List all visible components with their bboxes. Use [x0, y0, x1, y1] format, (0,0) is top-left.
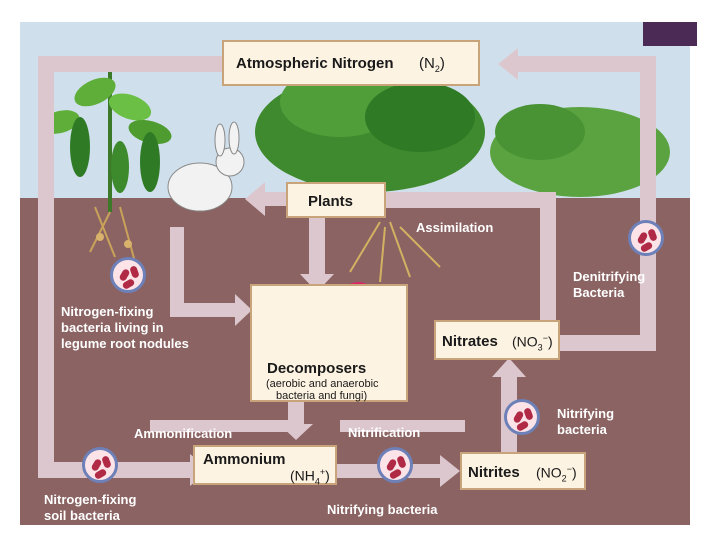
- rabbit-illustration: [167, 121, 245, 212]
- legume-bacteria-label-3: legume root nodules: [61, 336, 189, 351]
- nitrites-label: Nitrites: [468, 464, 520, 481]
- grass-plant-illustration: [255, 67, 670, 283]
- nitrifying-right-label-1: Nitrifying: [557, 406, 615, 421]
- bacteria-icon-nitrifying: [504, 399, 540, 435]
- plants-label: Plants: [308, 193, 354, 210]
- nitrifying-right-label-2: bacteria: [557, 422, 607, 437]
- decomposers-detail-2: bacteria and fungi): [276, 390, 368, 402]
- atmospheric-nitrogen-box: Atmospheric Nitrogen (N2): [222, 40, 480, 86]
- assimilation-label: Assimilation: [416, 220, 494, 235]
- ammonium-label: Ammonium: [203, 451, 286, 468]
- decomposers-box: Decomposers (aerobic and anaerobic bacte…: [250, 284, 408, 402]
- diagram-frame: Atmospheric Nitrogen (N2) Plants Decompo…: [20, 22, 690, 525]
- denitrifying-label-1: Denitrifying: [573, 269, 646, 284]
- nitrates-formula: (NO3−): [512, 333, 553, 353]
- bacteria-icon-soil: [82, 447, 118, 483]
- illustration-layer: [38, 48, 670, 487]
- nitrifying-bottom-label: Nitrifying bacteria: [327, 502, 438, 517]
- nitrification-label: Nitrification: [348, 425, 421, 440]
- nitrites-box: Nitrites (NO2−): [460, 452, 586, 490]
- decomposers-detail-1: (aerobic and anaerobic: [266, 378, 379, 390]
- decomposers-label: Decomposers: [267, 360, 367, 377]
- bacteria-icon-legume: [110, 257, 146, 293]
- ammonification-label: Ammonification: [134, 426, 233, 441]
- nitrates-label: Nitrates: [442, 333, 498, 350]
- ammonium-formula: (NH4+): [290, 467, 330, 487]
- nitrites-formula: (NO2−): [536, 464, 577, 484]
- ammonium-box: Ammonium (NH4+): [193, 445, 337, 487]
- legume-bacteria-label-1: Nitrogen-fixing: [61, 304, 154, 319]
- legume-bacteria-label-2: bacteria living in: [61, 320, 164, 335]
- atmospheric-nitrogen-label: Atmospheric Nitrogen: [236, 55, 394, 72]
- denitrifying-label-2: Bacteria: [573, 285, 625, 300]
- corner-accent: [643, 22, 697, 46]
- bacteria-icon-nitrifying-bottom: [377, 447, 413, 483]
- soil-bacteria-label-2: soil bacteria: [44, 508, 120, 523]
- legume-plant-illustration: [40, 62, 172, 263]
- nitrates-box: Nitrates (NO3−): [434, 320, 560, 360]
- plants-box: Plants: [286, 182, 386, 218]
- bacteria-icon-denitrifying: [628, 220, 664, 256]
- soil-bacteria-label-1: Nitrogen-fixing: [44, 492, 137, 507]
- atmospheric-nitrogen-formula: (N2): [419, 55, 445, 74]
